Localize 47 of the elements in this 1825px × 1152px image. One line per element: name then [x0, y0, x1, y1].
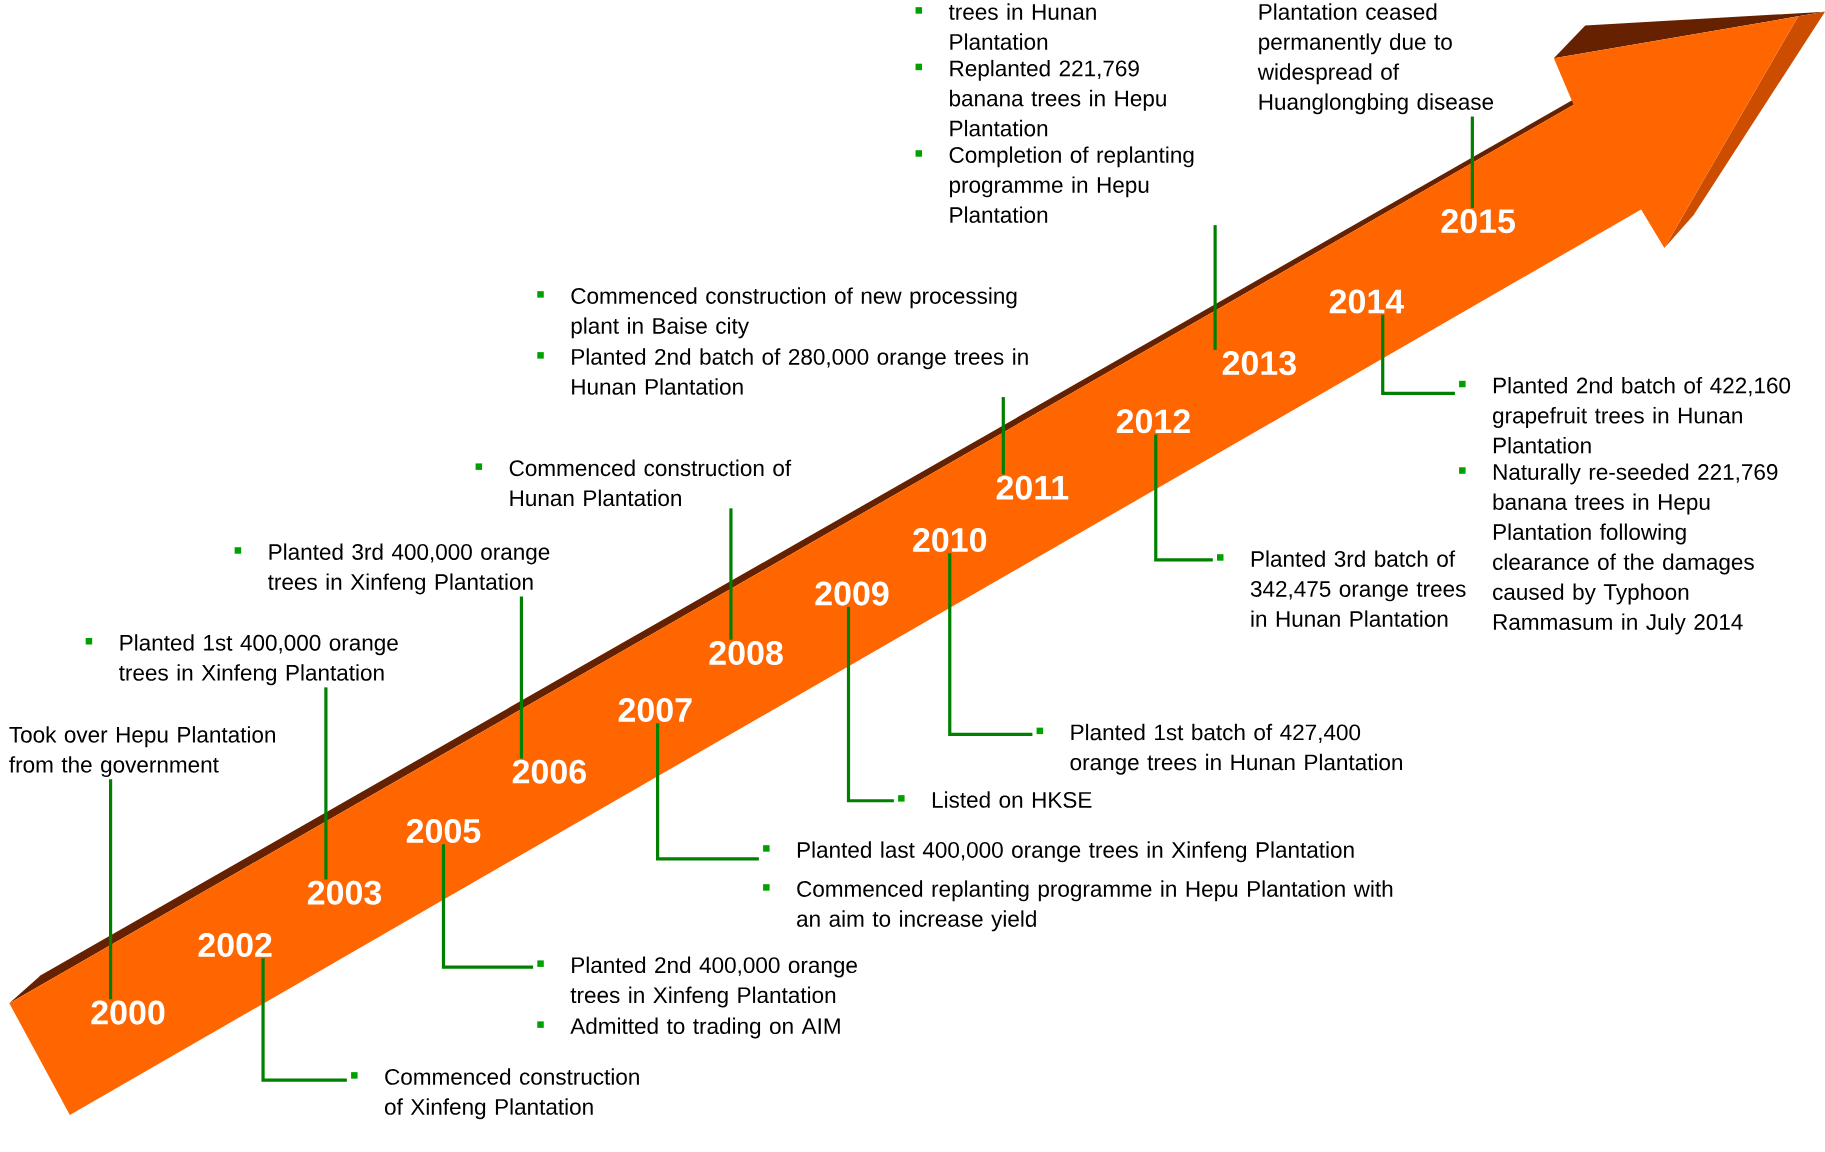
- event-text: Took over Hepu Plantation from the government: [9, 726, 275, 777]
- year-label: 2007: [618, 697, 692, 722]
- event-text: Commenced construction of new processing plant in Baise city: [571, 287, 1017, 339]
- leader-line: [1154, 434, 1213, 562]
- event-text: Planted 2nd batch of 422,160 grapefruit trees in Hunan Plantation: [1493, 376, 1791, 454]
- year-label: 2012: [1116, 409, 1190, 434]
- event-text: Planted 1st 400,000 orange trees in Xinfeng Plantation: [119, 634, 398, 686]
- event-text: Planted 3rd 400,000 orange trees in Xinfeng Plantation: [268, 543, 550, 595]
- leader-line: [324, 687, 328, 880]
- event-text: Listed on HKSE: [932, 791, 1092, 808]
- event-text: trees in Hunan Plantation: [948, 3, 1096, 50]
- leader-line: [846, 606, 894, 803]
- event-text: Planted 2nd 400,000 orange trees in Xinfeng Plantation: [570, 956, 857, 1008]
- year-label: 2005: [406, 818, 481, 843]
- year-label: 2009: [815, 581, 889, 606]
- leader-line: [656, 723, 759, 861]
- leader-line: [729, 508, 733, 640]
- leader-line: [441, 844, 534, 969]
- event-text: Commenced replanting programme in Hepu Plantation with an aim to increase yield: [797, 880, 1393, 932]
- leader-line: [1470, 116, 1474, 208]
- event-text: Commenced construction of Hunan Plantation: [509, 459, 792, 506]
- leader-line: [519, 596, 524, 759]
- event-text: Planted 3rd batch of 342,475 orange trees in Hunan Plantation: [1250, 550, 1466, 627]
- event-text: Replanted 221,769 banana trees in Hepu Plantation: [950, 59, 1166, 137]
- event-text: Planted 1st batch of 427,400 orange trees in Hunan Plantation: [1070, 723, 1402, 775]
- leader-line: [948, 553, 1033, 736]
- event-text: Completion of replanting programme in Hepu Plantation: [949, 146, 1194, 223]
- year-label: 2006: [512, 759, 586, 784]
- event-text: Plantation ceased permanently due to widespread of Huanglongbing disease: [1257, 3, 1494, 115]
- year-label: 2010: [913, 527, 987, 552]
- event-text: Planted last 400,000 orange trees in Xinfeng Plantation: [797, 841, 1354, 863]
- leader-line: [261, 958, 347, 1082]
- year-label: 2015: [1441, 209, 1515, 234]
- leader-line: [1213, 225, 1217, 350]
- event-text: Admitted to trading on AIM: [570, 1017, 840, 1039]
- year-label: 2011: [996, 475, 1069, 500]
- leader-line: [1381, 314, 1455, 395]
- event-text: Naturally re-seeded 221,769 banana trees in Hepu Plantation following clearance of the damages caused by Typhoon Rammasum in July 2014: [1493, 463, 1778, 635]
- year-label: 2003: [307, 880, 382, 905]
- year-label: 2013: [1222, 350, 1296, 376]
- year-label: 2000: [91, 1000, 165, 1025]
- year-label: 2014: [1329, 289, 1405, 314]
- year-label: 2002: [198, 932, 272, 957]
- event-text: Commenced construction of Xinfeng Plantation: [385, 1068, 639, 1120]
- year-label: 2008: [709, 640, 783, 665]
- event-text: Planted 2nd batch of 280,000 orange trees in Hunan Plantation: [572, 348, 1028, 395]
- leader-line: [109, 779, 113, 1000]
